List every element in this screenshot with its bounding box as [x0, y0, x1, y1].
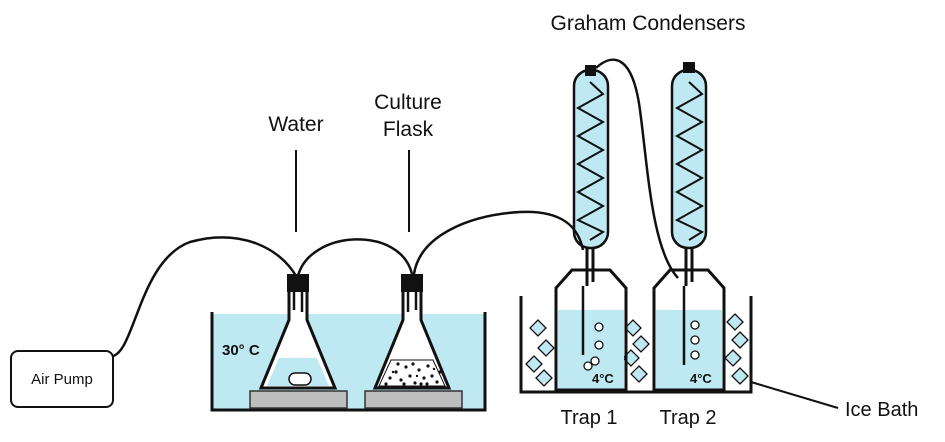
tube-pump-to-water: [112, 236, 298, 358]
water-flask-stopper: [287, 274, 309, 292]
ice-cubes: [525, 313, 749, 387]
stir-bar: [288, 372, 312, 386]
water-label: Water: [268, 113, 323, 136]
trap-1-bubbles: [583, 322, 604, 371]
hotplate-left: [249, 390, 348, 409]
culture-flask-stopper: [401, 274, 423, 292]
water-flask: [258, 274, 338, 390]
trap-1-temperature: 4°C: [592, 371, 614, 386]
warm-water-bath: 30° C: [210, 312, 487, 412]
trap-1-label: Trap 1: [560, 407, 617, 429]
culture-particles: [384, 362, 442, 386]
condenser-1-cap: [585, 65, 596, 76]
trap-2-temperature: 4°C: [690, 371, 712, 386]
ice-bath-leader-line: [750, 381, 839, 409]
trap-1: 4°C: [554, 268, 628, 392]
culture-flask: [372, 274, 452, 390]
condenser-1: [572, 65, 610, 355]
condenser-2: [670, 62, 708, 365]
culture-label-line-2: Flask: [383, 118, 434, 141]
ice-bath: [519, 296, 753, 394]
tubing: [112, 58, 679, 358]
bath-tank: [210, 312, 487, 412]
ice-bath-label: Ice Bath: [845, 399, 918, 421]
water-flask-liquid: [267, 358, 329, 386]
ice-bath-tank: [519, 296, 753, 394]
trap-2-vessel: [652, 268, 726, 392]
trap-2-bubbles: [690, 320, 700, 360]
tube-water-to-culture: [296, 238, 414, 277]
condenser-1-coil: [575, 81, 606, 241]
condenser-2-cap: [683, 62, 695, 73]
trap-2-label: Trap 2: [659, 407, 716, 429]
condenser-2-coil: [674, 81, 705, 241]
air-pump-box: [10, 350, 114, 408]
tube-condenser-1-to-trap-2: [595, 58, 679, 279]
trap-2-liquid: [656, 310, 722, 389]
tube-culture-to-trap-1: [412, 210, 585, 275]
graham-condensers-label: Graham Condensers: [551, 12, 746, 35]
trap-2: 4°C: [652, 268, 726, 392]
trap-1-liquid: [558, 310, 624, 389]
culture-label-line-1: Culture: [374, 91, 442, 114]
condenser-2-jacket: [670, 68, 708, 250]
trap-1-vessel: [554, 268, 628, 392]
air-pump: Air Pump: [10, 350, 114, 408]
hotplate-right: [364, 390, 463, 409]
bath-temperature-label: 30° C: [222, 342, 260, 359]
air-pump-label: Air Pump: [31, 371, 93, 388]
